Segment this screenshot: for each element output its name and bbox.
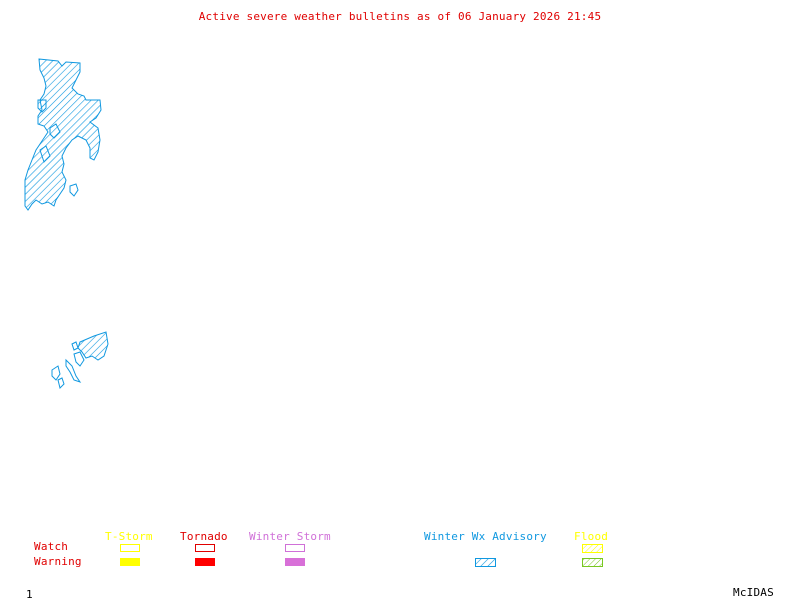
legend-column-winter-storm-label: Winter Storm: [249, 530, 331, 543]
legend-flood-warning-swatch: [582, 558, 603, 567]
advisory-polygon: [71, 341, 79, 351]
advisory-polygon: [77, 331, 109, 361]
legend-tornado-watch-swatch: [195, 544, 215, 552]
legend-column-tstorm-label: T-Storm: [105, 530, 153, 543]
legend-row-warning-label: Warning: [34, 555, 82, 568]
advisory-polygon: [24, 58, 102, 211]
legend-column-flood-label: Flood: [574, 530, 609, 543]
legend-flood-watch-swatch: [582, 544, 603, 553]
software-label: McIDAS: [733, 586, 774, 599]
legend-row-watch-label: Watch: [34, 540, 69, 553]
advisory-polygon: [39, 145, 51, 163]
advisory-polygon: [49, 123, 61, 139]
advisory-polygon: [57, 377, 65, 389]
legend-tornado-warning-swatch: [195, 558, 215, 566]
legend-column-winter-wx-advisory-label: Winter Wx Advisory: [424, 530, 547, 543]
advisory-region-north: [24, 58, 102, 211]
bulletin-title: Active severe weather bulletins as of 06…: [198, 10, 602, 23]
frame-number: 1: [26, 588, 33, 601]
advisory-polygon: [37, 99, 47, 113]
advisory-region-south: [51, 331, 109, 389]
legend-winter-storm-warning-swatch: [285, 558, 305, 566]
legend-winter-storm-watch-swatch: [285, 544, 305, 552]
legend-winter-wx-advisory-warning-swatch: [475, 558, 496, 567]
advisory-polygon: [69, 183, 79, 197]
legend-tstorm-warning-swatch: [120, 558, 140, 566]
legend-tstorm-watch-swatch: [120, 544, 140, 552]
advisory-polygon: [51, 365, 61, 381]
advisory-polygon: [73, 351, 85, 367]
legend-column-tornado-label: Tornado: [180, 530, 228, 543]
advisory-polygon: [65, 358, 82, 383]
